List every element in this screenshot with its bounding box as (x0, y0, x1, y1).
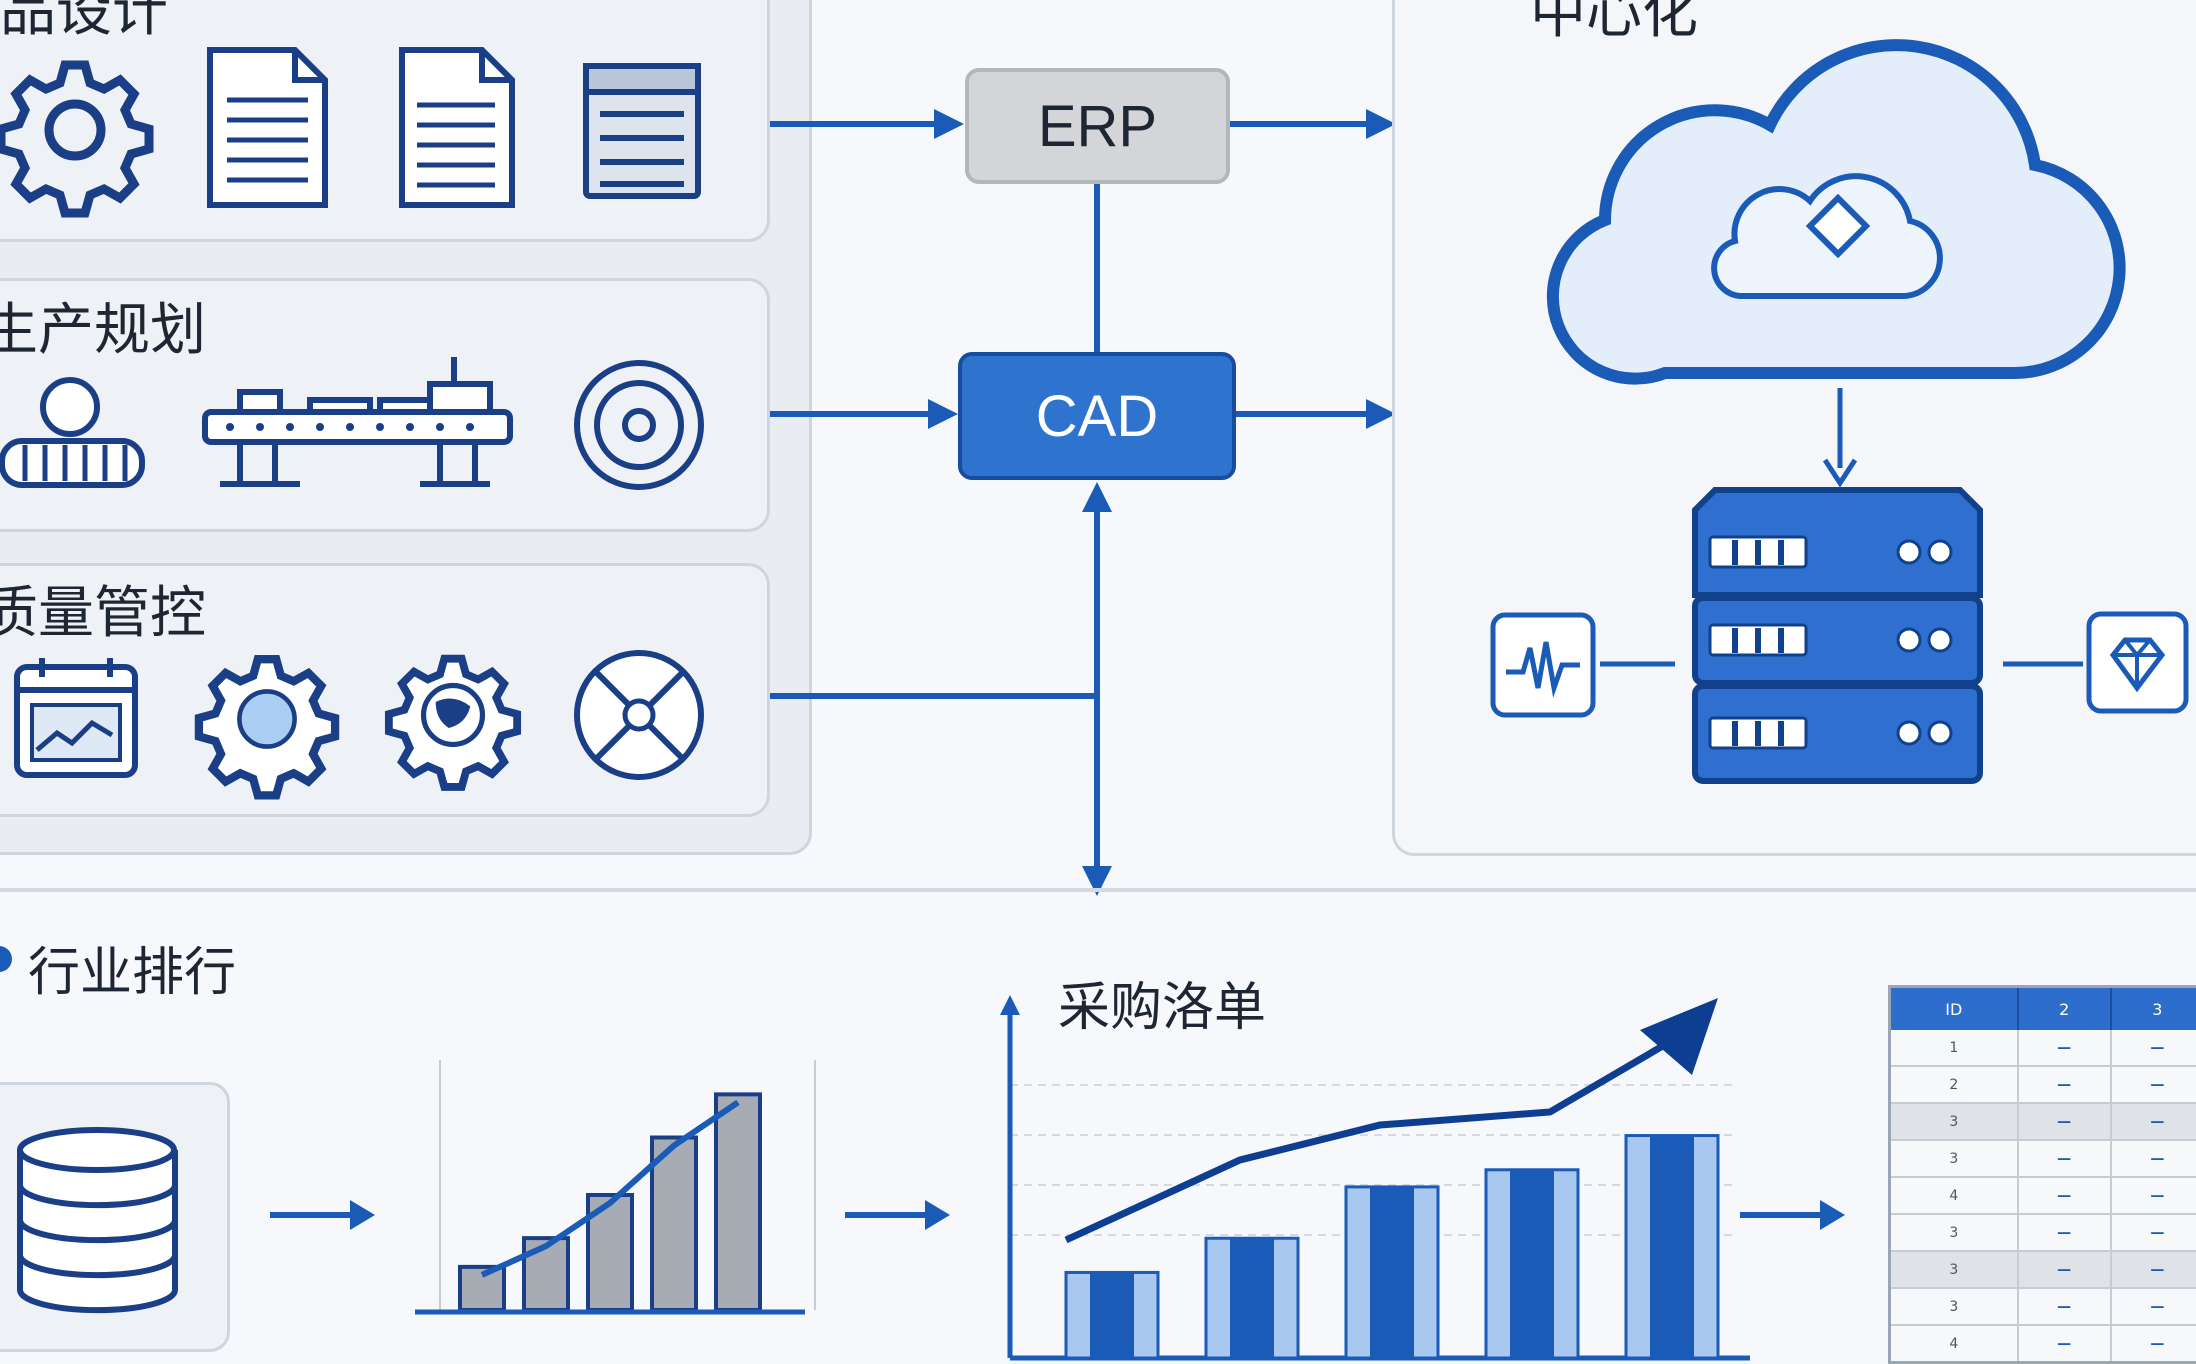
flow-arrow-3 (1740, 1200, 1845, 1230)
trend-line (480, 1099, 740, 1278)
bar (714, 1092, 762, 1312)
table-header-cell: 3 (2112, 988, 2196, 1030)
table-row: 1—— (1891, 1030, 2196, 1067)
monitor-wave-icon (1490, 612, 1596, 718)
cloud-icon (1546, 39, 2126, 385)
table-header-cell: 2 (2019, 988, 2112, 1030)
table-cell: 3 (1891, 1215, 2019, 1250)
gem-icon (2086, 611, 2189, 714)
gear-lens-icon (194, 655, 340, 800)
bar-inner (1510, 1169, 1554, 1358)
cad-node[interactable]: CAD (958, 352, 1236, 480)
gear-icon (0, 60, 154, 218)
table-cell: 1 (1891, 1030, 2019, 1065)
bar (650, 1135, 698, 1312)
document-icon (207, 47, 328, 208)
gear-globe-icon (384, 654, 522, 791)
flow-arrow-1 (270, 1200, 375, 1230)
table-cell: — (2019, 1141, 2112, 1176)
monitor-chart-icon (14, 658, 138, 778)
chart-title: 采购洛单 (1058, 978, 1267, 1038)
no-entry-icon (574, 650, 704, 780)
connector-left (1600, 661, 1675, 667)
table-cell: — (2019, 1178, 2112, 1213)
table-row: 3—— (1891, 1289, 2196, 1326)
table-cell: — (2019, 1289, 2112, 1324)
table-row: 4—— (1891, 1326, 2196, 1361)
table-cell: — (2019, 1326, 2112, 1361)
flow-arrow-2 (845, 1200, 950, 1230)
table-cell: 3 (1891, 1104, 2019, 1139)
table-cell: — (2112, 1289, 2196, 1324)
bottom-divider (0, 888, 2196, 892)
server-stack-icon (1692, 487, 1983, 784)
table-cell: — (2112, 1030, 2196, 1065)
ranking-bar-chart (415, 1060, 816, 1315)
operator-icon (0, 377, 145, 488)
table-cell: 3 (1891, 1252, 2019, 1287)
bar-inner (1230, 1238, 1274, 1358)
table-body: 1——2——3——3——4——3——3——3——4—— (1891, 1030, 2196, 1361)
list-window-icon (583, 63, 701, 199)
table-row: 2—— (1891, 1067, 2196, 1104)
conveyor-icon (202, 357, 513, 487)
center-label: 中心化 (1530, 0, 1698, 46)
ranking-label: 行业排行 (28, 943, 237, 1003)
table-cell: — (2112, 1067, 2196, 1102)
bar-inner (1650, 1135, 1694, 1358)
table-cell: — (2112, 1252, 2196, 1287)
table-cell: — (2112, 1178, 2196, 1213)
table-cell: 4 (1891, 1178, 2019, 1213)
quality-label: 质量管控 (0, 581, 206, 646)
down-arrow (1822, 388, 1858, 488)
bullet-dot (0, 946, 12, 972)
table-cell: — (2112, 1326, 2196, 1361)
table-cell: 4 (1891, 1326, 2019, 1361)
document-icon (399, 47, 515, 208)
table-row: 3—— (1891, 1141, 2196, 1178)
planning-label: 生产规划 (0, 298, 206, 363)
bar-inner (1090, 1272, 1134, 1358)
table-row: 4—— (1891, 1178, 2196, 1215)
growth-line (1064, 1026, 1692, 1244)
table-cell: — (2019, 1030, 2112, 1065)
table-cell: — (2019, 1215, 2112, 1250)
table-cell: — (2019, 1252, 2112, 1287)
table-header-cell: ID (1891, 988, 2019, 1030)
table-cell: 2 (1891, 1067, 2019, 1102)
y-axis-arrow (1000, 995, 1020, 1015)
table-cell: — (2112, 1215, 2196, 1250)
table-cell: — (2112, 1141, 2196, 1176)
bar-inner (1370, 1186, 1414, 1358)
procurement-chart (1000, 995, 1750, 1361)
erp-node[interactable]: ERP (965, 68, 1230, 184)
connector-right (2003, 661, 2083, 667)
growth-arrow-head (1640, 998, 1718, 1075)
table-row: 3—— (1891, 1104, 2196, 1141)
table-row: 3—— (1891, 1215, 2196, 1252)
table-cell: — (2112, 1104, 2196, 1139)
target-icon (574, 360, 704, 490)
database-icon (17, 1127, 178, 1314)
table-row: 3—— (1891, 1252, 2196, 1289)
design-label: 品设计 (0, 0, 168, 44)
table-cell: 3 (1891, 1289, 2019, 1324)
table-cell: — (2019, 1104, 2112, 1139)
table-cell: — (2019, 1067, 2112, 1102)
table-cell: 3 (1891, 1141, 2019, 1176)
